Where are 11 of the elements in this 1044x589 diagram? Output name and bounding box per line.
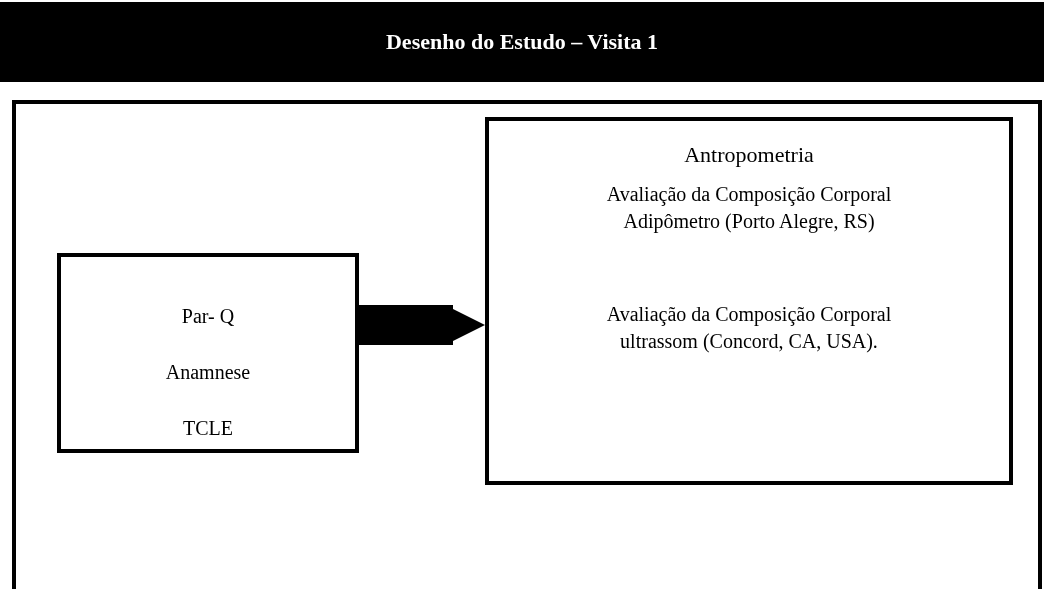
box-text: Par- Q [180, 304, 236, 329]
block-arrow [359, 305, 485, 345]
box-heading: Antropometria [683, 141, 815, 168]
title-bar: Desenho do Estudo – Visita 1 [0, 2, 1044, 82]
frame [12, 100, 1042, 589]
process-box [485, 117, 1013, 485]
box-text: Avaliação da Composição Corporal Adipômetro (Porto Alegre, RS) [605, 182, 893, 235]
box-text: TCLE [182, 416, 234, 441]
box-text: Anamnese [164, 360, 252, 385]
process-box [57, 253, 359, 453]
box-text: Avaliação da Composição Corporal ultrassom (Concord, CA, USA). [605, 302, 893, 355]
